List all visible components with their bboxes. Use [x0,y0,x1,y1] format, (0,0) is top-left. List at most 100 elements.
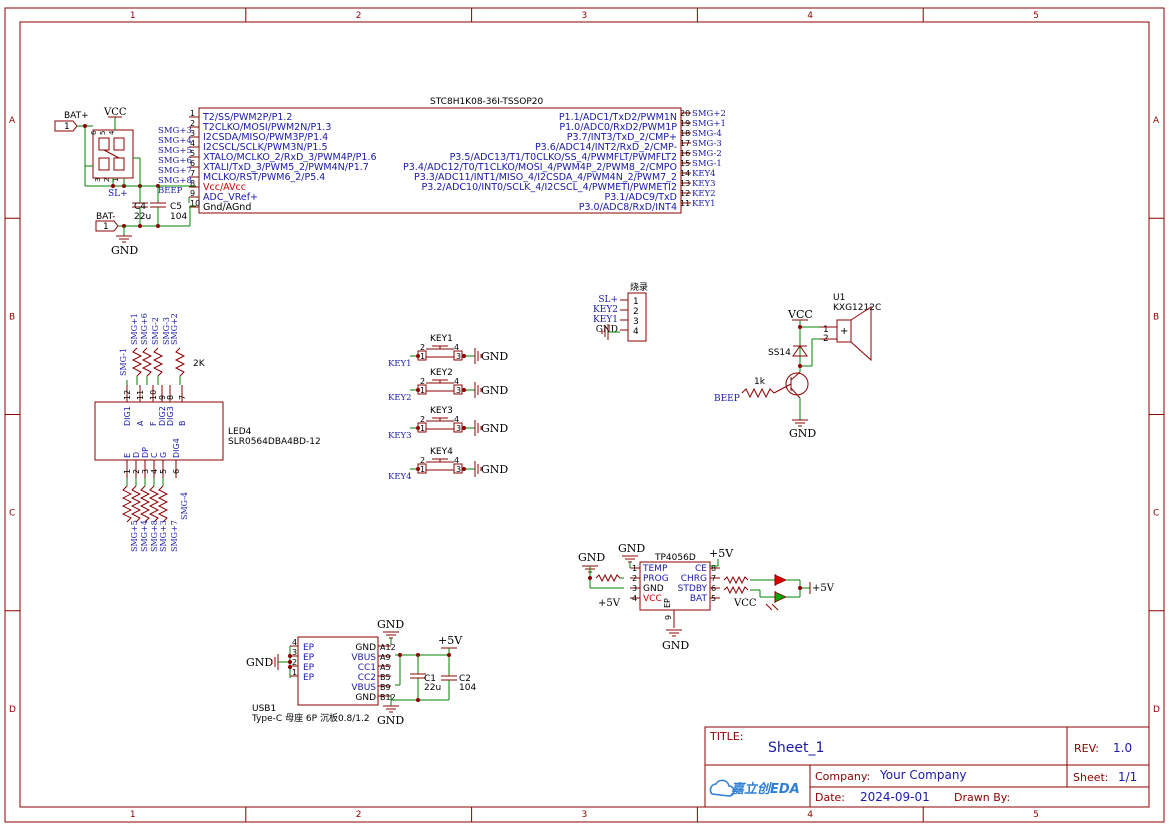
charger-pin-number: 4 [632,594,637,603]
switch-pin-number: 5 [99,131,107,135]
led-top-net: SMG-2 [151,317,160,345]
mcu-pin-number: 2 [190,119,195,128]
mcu-net-label: KEY3 [692,179,716,189]
led-bottom-pin-name: D [132,452,141,458]
sl-plus-label: SL+ [108,189,128,199]
mcu-pin-number: 1 [190,109,195,118]
rev-value: 1.0 [1113,741,1132,755]
mcu-pin-name: T2CLKO/MOSI/PWM2N/P1.3 [202,122,331,133]
mcu-pin-number: 3 [190,129,195,138]
usb-type-c: USB1 Type-C 母座 6P 沉板0.8/1.2 4EP3EP2EP1EP… [246,618,476,727]
key-net: KEY4 [388,472,412,482]
led-top-pin-number: 9 [158,395,167,400]
prog-net: KEY2 [593,305,618,315]
led-bottom-net: SMG+4 [140,520,149,552]
frame-row-label-left: B [9,312,15,322]
bat-minus-label: BAT- [96,212,116,222]
c5-ref: C5 [170,202,182,212]
buzzer-res: 1k [754,377,766,387]
led-bottom-net: SMG+7 [170,520,179,552]
charger-ep: EP [663,598,672,608]
led-top-pin-number: 8 [166,395,175,400]
mcu-net-label: SMG+3 [158,126,192,136]
led-red-icon [774,574,787,586]
led-top-pin-name: DIG1 [123,406,132,426]
rev-label: REV: [1074,742,1099,755]
mcu-pin-number: 5 [190,149,195,158]
buzzer-ref: U1 [833,293,845,303]
switch-pin-number: 2 [103,178,111,182]
mcu-net-label: SMG+7 [158,166,192,176]
charger-pin-name: PROG [643,574,669,584]
led-top-net: SMG-3 [162,317,171,345]
switch-pin-number: 1 [112,178,120,182]
key-ref: KEY2 [430,368,453,378]
diode-label: SS14 [768,348,791,358]
led-bottom-pin-name: DIG4 [172,438,181,458]
frame-col-label-bottom: 1 [130,810,136,820]
usb-pin-name: CC1 [358,663,376,673]
c5-value: 104 [170,212,187,222]
usb-5v: +5V [438,634,463,647]
mcu-pin-number: 19 [680,119,690,128]
mcu-net-label: SMG-2 [692,149,722,159]
led-top-net: SMG+2 [170,313,179,345]
c1-value: 22u [424,683,441,693]
mcu-pin-number: 16 [680,149,690,158]
led-bottom-pin-number: 2 [132,469,141,474]
led-bottom-net: SMG+5 [130,520,139,552]
usb-pin-name: GND [355,693,376,703]
mcu-pin-name: P3.5/ADC13/T1/T0CLKO/SS_4/PWMFLT/PWMFLT2 [450,152,677,163]
gnd-symbol [383,631,399,639]
key-pin: 2 [420,343,425,352]
mcu-pin-number: 10 [190,199,200,208]
res-2k-label: 2K [193,359,206,369]
charger-pin-number: 1 [632,564,637,573]
led-bottom-pin-name: E [123,453,132,458]
sheet-label: Sheet: [1073,771,1109,784]
sheet-value: 1/1 [1118,770,1137,784]
usb-value: Type-C 母座 6P 沉板0.8/1.2 [251,712,370,724]
easyeda-logo: 嘉立创EDA [709,779,800,797]
led-value: SLR0564DBA4BD-12 [228,437,321,447]
mcu-pin-name: P3.2/ADC10/INT0/SCLK_4/I2CSCL_4/PWMETI/P… [422,182,677,193]
mcu-net-label: BEEP [158,186,183,196]
usb-ep-pin-number: 1 [292,668,297,677]
c2-ref: C2 [459,674,471,684]
gnd-symbol [116,235,132,243]
usb-pin-name: VBUS [351,653,376,663]
mcu-net-label: SMG+6 [158,156,192,166]
led-bottom-pin-name: DP [141,447,150,458]
mcu-pin-number: 15 [680,159,690,168]
c4-ref: C4 [134,202,146,212]
key-gnd: GND [481,422,508,435]
prog-pin-number: 3 [633,317,639,327]
charger-5v-top: +5V [709,547,734,560]
charger-ep-num: 9 [664,615,673,620]
usb-ep-pin-name: EP [303,643,315,653]
key-pin: 3 [456,386,461,395]
mcu-pin-number: 11 [680,199,690,208]
key-pin: 1 [420,386,425,395]
mcu-pin-number: 8 [190,179,195,188]
key-pin: 4 [454,456,459,465]
led-bottom-pin-number: 6 [172,469,181,474]
key-pin: 4 [454,343,459,352]
drawn-by-label: Drawn By: [954,791,1010,804]
led-top-pin-number: 10 [149,390,158,400]
seven-segment-display: LED4 SLR0564DBA4BD-12 2K 12DIG111A10F9DI… [94,313,321,552]
led-bottom-net: SMG-4 [180,492,189,520]
buzzer-plus: + [840,326,848,337]
charger-pin-name: CHRG [681,574,707,584]
gnd-symbol [383,705,399,713]
usb-pin-name: GND [355,643,376,653]
date-label: Date: [815,791,845,804]
charger-5v-right: +5V [812,583,835,594]
sheet-title: Sheet_1 [768,740,824,756]
frame-col-label-bottom: 4 [807,810,813,820]
led-bottom-pin-number: 3 [141,469,150,474]
mcu-pin-name: XTALO/MCLKO_2/RxD_3/PWM4P/P1.6 [203,152,377,163]
c2-value: 104 [459,683,476,693]
